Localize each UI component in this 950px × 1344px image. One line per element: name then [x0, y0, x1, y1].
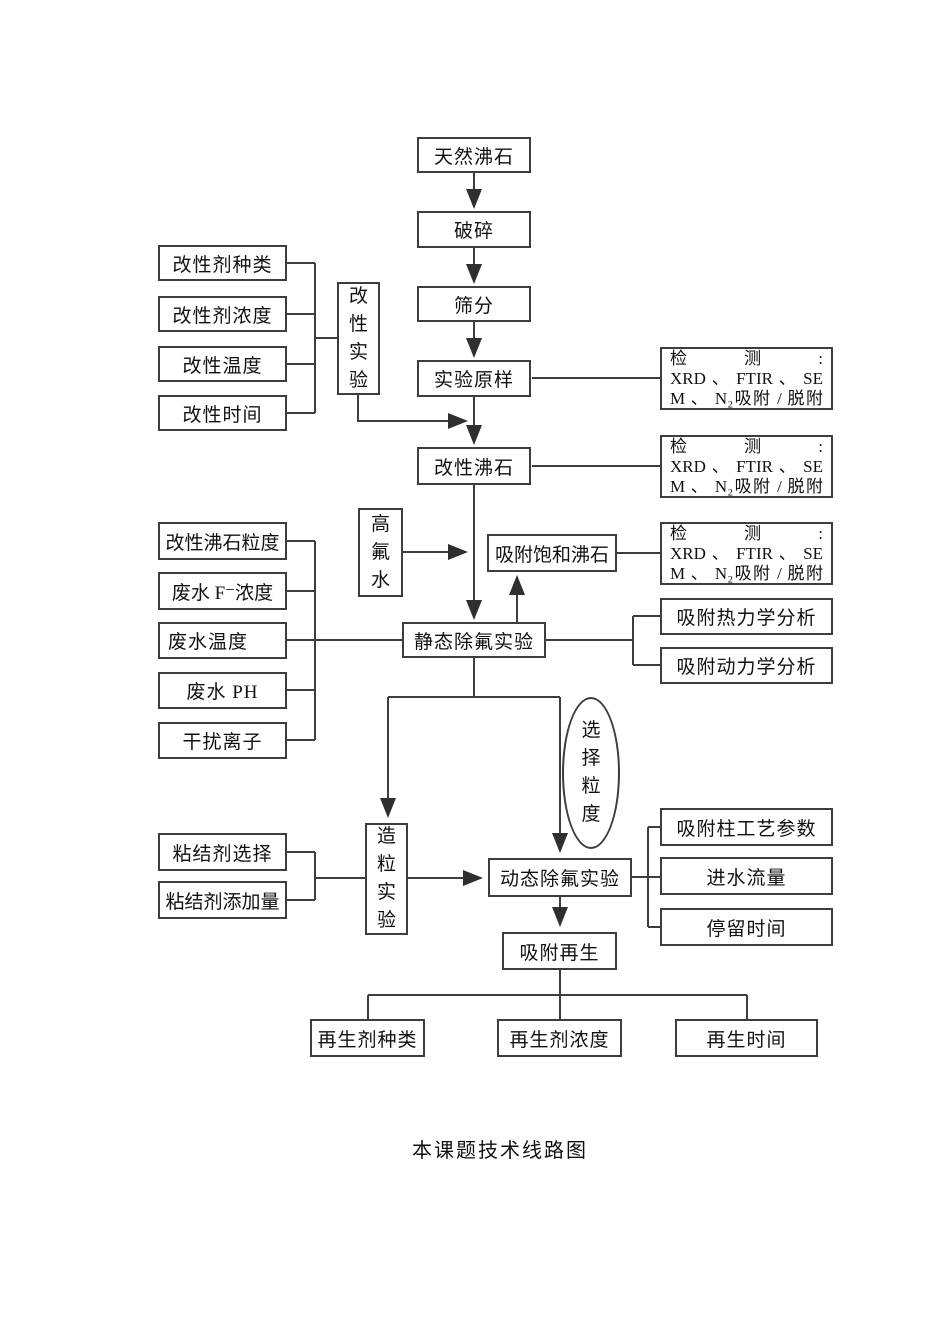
detection-box-3: 检 测 : XRD 、 FTIR 、 SE M 、 N₂吸附 / 脱附	[660, 522, 833, 585]
node-modification-experiment: 改性实验	[337, 282, 380, 395]
bus-binder-inputs	[287, 851, 365, 901]
node-high-fluoride-water: 高氟水	[358, 508, 403, 597]
node-particle-selection: 选择粒度	[562, 697, 620, 849]
node-regenerant-type: 再生剂种类	[310, 1019, 425, 1057]
node-interfering-ions: 干扰离子	[158, 722, 287, 759]
detection-title-mid: 测	[744, 523, 762, 543]
granulation-experiment-label: 造粒实验	[376, 826, 396, 931]
node-granulation-experiment: 造粒实验	[365, 823, 408, 935]
detection-line2: XRD 、 FTIR 、 SE	[670, 456, 823, 476]
modification-experiment-label: 改性实验	[348, 285, 368, 391]
node-raw-sample: 实验原样	[417, 360, 531, 397]
particle-selection-label: 选择粒度	[581, 720, 601, 825]
node-regeneration-time: 再生时间	[675, 1019, 818, 1057]
arrow-modexp-to-mainline	[357, 395, 468, 429]
bus-modifier-inputs	[287, 262, 337, 414]
detection-line2: XRD 、 FTIR 、 SE	[670, 543, 823, 563]
node-wastewater-ph: 废水 PH	[158, 672, 287, 709]
detection-title-mid: 测	[744, 348, 762, 368]
detection-line3: M 、 N₂吸附 / 脱附	[670, 388, 823, 408]
bracket-static-outputs	[546, 615, 660, 666]
diagram-caption: 本课题技术线路图	[412, 1140, 588, 1162]
detection-title-colon: :	[818, 348, 823, 368]
node-modifier-type: 改性剂种类	[158, 245, 287, 281]
node-thermodynamic-analysis: 吸附热力学分析	[660, 598, 833, 635]
node-influent-flow: 进水流量	[660, 857, 833, 895]
node-modification-temperature: 改性温度	[158, 346, 287, 382]
node-modified-zeolite: 改性沸石	[417, 447, 531, 485]
tree-regeneration-outputs	[367, 970, 748, 1019]
node-sieving: 筛分	[417, 286, 531, 322]
detection-box-1: 检 测 : XRD 、 FTIR 、 SE M 、 N₂吸附 / 脱附	[660, 347, 833, 410]
node-adsorption-regeneration: 吸附再生	[502, 932, 617, 970]
node-regenerant-concentration: 再生剂浓度	[497, 1019, 622, 1057]
node-saturated-zeolite: 吸附饱和沸石	[487, 534, 617, 572]
detection-title-mid: 测	[744, 436, 762, 456]
detection-title-left: 检	[670, 348, 687, 368]
detection-title-row: 检 测 :	[670, 349, 823, 369]
node-wastewater-f-concentration: 废水 F⁻浓度	[158, 572, 287, 610]
detection-title-left: 检	[670, 523, 687, 543]
node-kinetic-analysis: 吸附动力学分析	[660, 647, 833, 684]
detection-title-colon: :	[818, 523, 823, 543]
detection-box-2: 检 测 : XRD 、 FTIR 、 SE M 、 N₂吸附 / 脱附	[660, 435, 833, 498]
detection-title-row: 检 测 :	[670, 437, 823, 457]
detection-line3: M 、 N₂吸附 / 脱附	[670, 563, 823, 583]
node-retention-time: 停留时间	[660, 908, 833, 946]
detection-line2: XRD 、 FTIR 、 SE	[670, 368, 823, 388]
node-crushing: 破碎	[417, 211, 531, 248]
detection-line3: M 、 N₂吸附 / 脱附	[670, 476, 823, 496]
node-modifier-concentration: 改性剂浓度	[158, 296, 287, 332]
node-dynamic-defluoridation: 动态除氟实验	[488, 858, 632, 897]
node-static-defluoridation: 静态除氟实验	[402, 622, 546, 658]
node-column-process-parameters: 吸附柱工艺参数	[660, 808, 833, 846]
split-below-static	[388, 658, 560, 698]
node-zeolite-particle-size: 改性沸石粒度	[158, 522, 287, 560]
high-fluoride-water-label: 高氟水	[370, 513, 390, 591]
detection-title-colon: :	[818, 436, 823, 456]
detection-title-left: 检	[670, 436, 687, 456]
node-modification-time: 改性时间	[158, 395, 287, 431]
node-wastewater-temperature: 废水温度	[158, 622, 287, 659]
node-binder-dosage: 粘结剂添加量	[158, 881, 287, 919]
node-binder-selection: 粘结剂选择	[158, 833, 287, 871]
bracket-dynamic-outputs	[632, 826, 660, 928]
bus-static-inputs	[287, 540, 402, 741]
detection-title-row: 检 测 :	[670, 524, 823, 544]
node-natural-zeolite: 天然沸石	[417, 137, 531, 173]
